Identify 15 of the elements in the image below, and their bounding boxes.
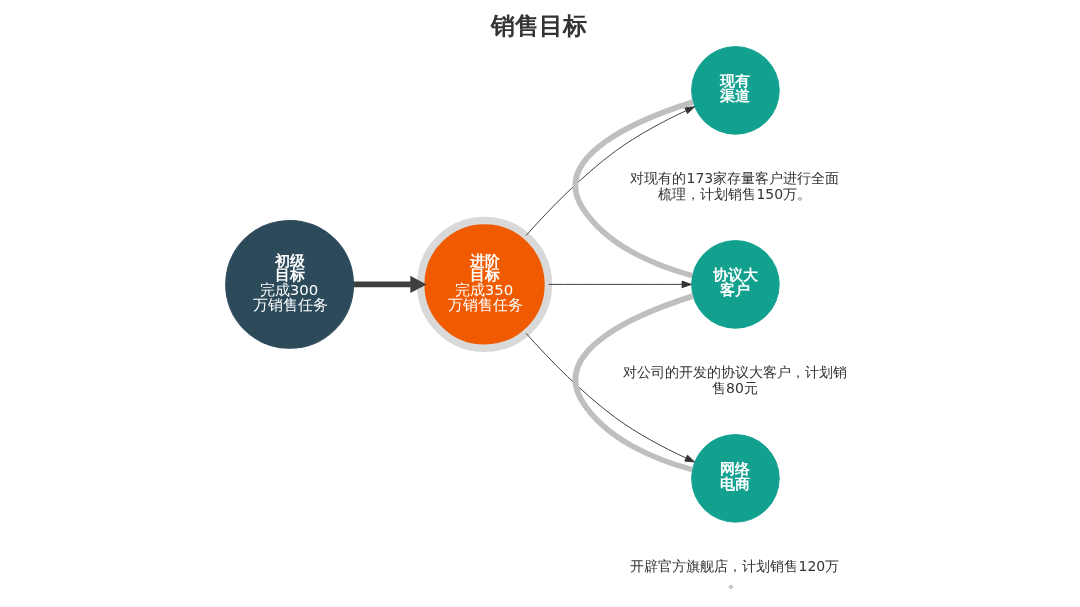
connector <box>572 293 694 473</box>
arrow <box>547 280 692 289</box>
connector <box>572 99 694 279</box>
node-label: 对现有的173家存量客户进行全面梳理，计划销售150万。 <box>630 169 839 202</box>
node-circle: 协议大客户 <box>690 240 780 329</box>
arrow <box>525 106 695 236</box>
node-circle: 初级目标 完成300万销售任务 <box>224 219 354 349</box>
node-label: 开辟官方旗舰店，计划销售120万。 <box>630 557 839 590</box>
arrow <box>525 332 695 463</box>
node-circle: 进阶目标 完成350万销售任务 <box>416 216 552 352</box>
node-circle: 现有渠道 <box>690 46 780 135</box>
arrow <box>353 275 427 293</box>
diagram-title: 销售目标 <box>490 11 587 41</box>
node-label: 对公司的开发的协议大客户，计划销售80元 <box>622 363 847 396</box>
node-circle: 网络电商 <box>690 434 780 523</box>
